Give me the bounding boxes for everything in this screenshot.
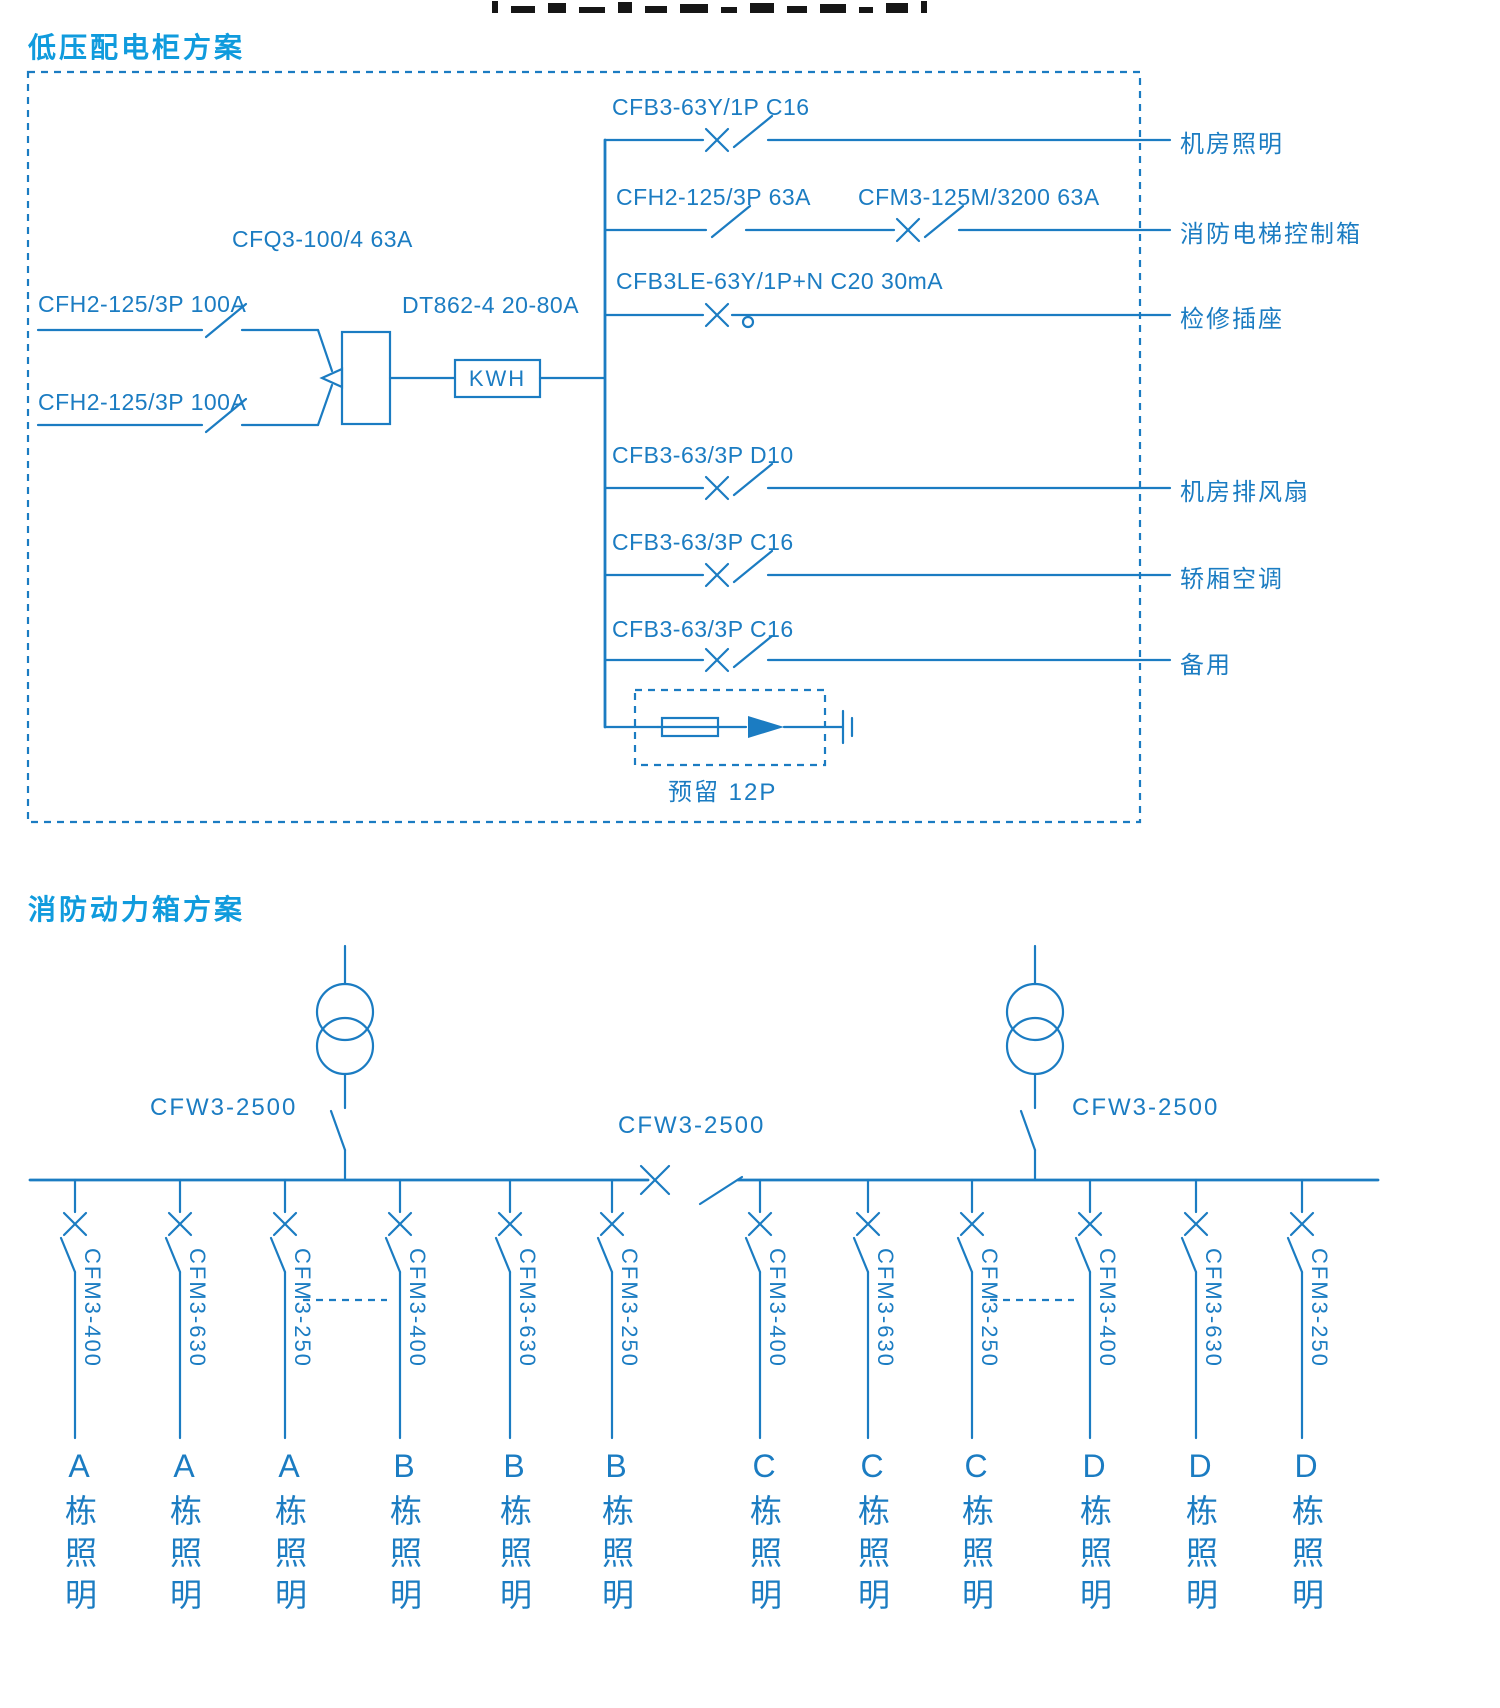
feeder-7-load-label: C栋照明 — [746, 1448, 782, 1620]
branch-2-spec: CFH2-125/3P 63A — [616, 184, 812, 210]
feeder-1-breaker-label: CFM3-400 — [80, 1248, 105, 1368]
transformer-right-icon — [1005, 944, 1065, 1110]
branch-4-spec: CFB3-63/3P D10 — [612, 442, 794, 468]
tie-breaker-label: CFW3-2500 — [618, 1112, 766, 1139]
feeder-11-breaker-label: CFM3-630 — [1201, 1248, 1226, 1368]
feeder-4-breaker-label: CFM3-400 — [405, 1248, 430, 1368]
branch-4-load: 机房排风扇 — [1180, 479, 1310, 506]
feeder-3-breaker-label: CFM3-250 — [290, 1248, 315, 1368]
incoming-breaker-1-icon — [36, 302, 320, 339]
feeder-9-breaker-label: CFM3-250 — [977, 1248, 1002, 1368]
feeder-1-load-label: A栋照明 — [61, 1448, 97, 1620]
feeder-4-load-label: B栋照明 — [386, 1448, 422, 1620]
feeder-2-load-label: A栋照明 — [166, 1448, 202, 1620]
feeder-5-breaker-label: CFM3-630 — [515, 1248, 540, 1368]
feeder-12-load-label: D栋照明 — [1288, 1448, 1324, 1620]
feeder-11-load-label: D栋照明 — [1182, 1448, 1218, 1620]
branch-2-load: 消防电梯控制箱 — [1180, 221, 1362, 248]
incoming-spec-1: CFH2-125/3P 100A — [38, 291, 247, 317]
branch-4-breaker-icon — [603, 462, 1172, 501]
feeder-6-breaker-label: CFM3-250 — [617, 1248, 642, 1368]
transfer-switch-icon — [316, 328, 457, 427]
incoming-breaker-2-icon — [36, 397, 320, 434]
main-breaker-right-label: CFW3-2500 — [1072, 1094, 1220, 1121]
feeder-9-load-label: C栋照明 — [958, 1448, 994, 1620]
branch-6-breaker-icon — [603, 634, 1172, 673]
transfer-switch-spec: CFQ3-100/4 63A — [232, 226, 413, 252]
branch-5-breaker-icon — [603, 549, 1172, 588]
feeder-10-load-label: D栋照明 — [1076, 1448, 1112, 1620]
main-breaker-left-icon — [329, 1109, 347, 1182]
branch-3-load: 检修插座 — [1180, 306, 1284, 333]
feeder-10-breaker-label: CFM3-400 — [1095, 1248, 1120, 1368]
branch-6-spec: CFB3-63/3P C16 — [612, 616, 794, 642]
branch-5-spec: CFB3-63/3P C16 — [612, 529, 794, 555]
feeder-7-breaker-label: CFM3-400 — [765, 1248, 790, 1368]
branch-5-load: 轿厢空调 — [1180, 566, 1284, 593]
main-breaker-right-icon — [1019, 1109, 1037, 1182]
branch-2-breaker-icon — [603, 204, 1172, 243]
branch-1-load: 机房照明 — [1180, 131, 1284, 158]
branch-3-rcbo-icon — [603, 302, 1172, 329]
earth-ground-icon — [841, 709, 854, 745]
lv-panel-diagram — [26, 70, 1172, 824]
lv-panel-title: 低压配电柜方案 — [28, 32, 246, 63]
branch-1-spec: CFB3-63Y/1P C16 — [612, 94, 810, 120]
feeder-8-load-label: C栋照明 — [854, 1448, 890, 1620]
feeder-8-breaker-label: CFM3-630 — [873, 1248, 898, 1368]
feeder-12-breaker-label: CFM3-250 — [1307, 1248, 1332, 1368]
cropped-header-text — [492, 0, 1042, 13]
tie-breaker-icon — [639, 1164, 744, 1206]
transformer-left-icon — [315, 944, 375, 1110]
incoming-spec-2: CFH2-125/3P 100A — [38, 389, 247, 415]
fire-power-title: 消防动力箱方案 — [28, 894, 246, 925]
feeder-6-load-label: B栋照明 — [598, 1448, 634, 1620]
reserved-label: 预留 12P — [668, 779, 778, 806]
surge-protection-module — [603, 688, 854, 767]
feeder-5-load-label: B栋照明 — [496, 1448, 532, 1620]
branch-1-breaker-icon — [603, 114, 1172, 153]
branch-6-load: 备用 — [1180, 652, 1232, 679]
main-breaker-left-label: CFW3-2500 — [150, 1094, 298, 1121]
arrester-icon — [748, 716, 784, 738]
fire-power-diagram — [28, 944, 1380, 1440]
branch-2-spec-2: CFM3-125M/3200 63A — [858, 184, 1100, 210]
branch-3-spec: CFB3LE-63Y/1P+N C20 30mA — [616, 268, 944, 294]
feeder-2-breaker-label: CFM3-630 — [185, 1248, 210, 1368]
panel-boundary-box — [26, 70, 1142, 824]
feeder-3-load-label: A栋照明 — [271, 1448, 307, 1620]
kwh-meter-label: KWH — [468, 366, 527, 391]
fuse-icon — [660, 716, 720, 738]
meter-spec: DT862-4 20-80A — [402, 292, 580, 318]
